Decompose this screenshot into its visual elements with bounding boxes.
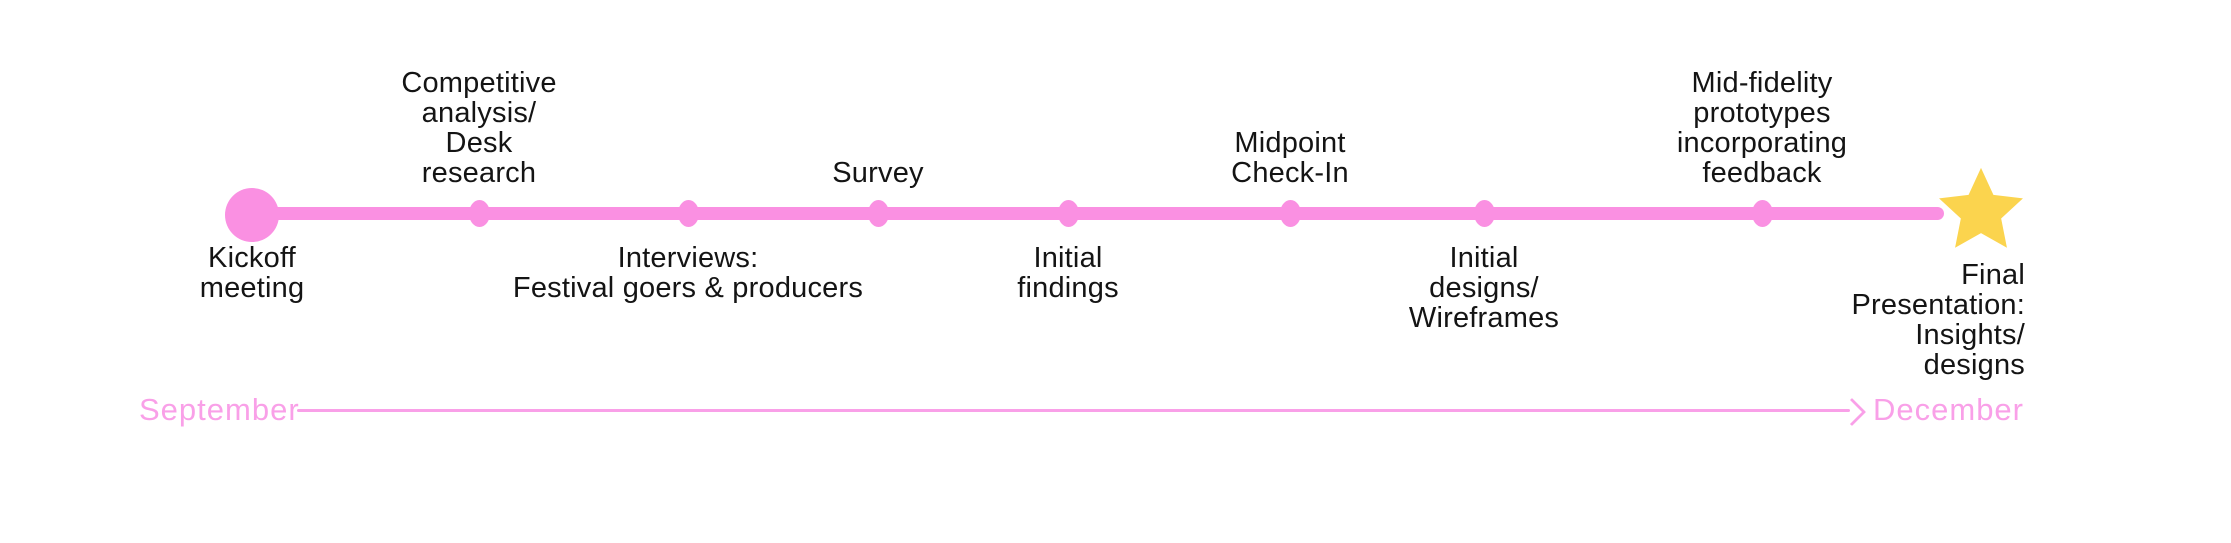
milestone-label: Interviews: Festival goers & producers — [512, 242, 864, 304]
milestone-label: Mid-fidelity prototypes incorporating fe… — [1676, 67, 1848, 189]
milestone-label: Kickoff meeting — [199, 242, 305, 304]
milestone-dot-icon — [1751, 199, 1773, 227]
milestone-label: Initial findings — [1017, 242, 1119, 304]
milestone-star-icon — [1939, 167, 2023, 248]
month-range-arrow-shaft — [297, 409, 1850, 412]
milestone-label: Final Presentation: Insights/ designs — [1851, 259, 2025, 381]
milestone-label: Survey — [832, 157, 924, 189]
timeline-axis-line — [252, 207, 1944, 220]
milestone-dot-icon — [867, 199, 889, 227]
milestone-dot-icon — [677, 199, 699, 227]
milestone-label: Competitive analysis/ Desk research — [401, 67, 557, 189]
milestone-start-circle-icon — [225, 188, 279, 242]
month-start-label: September — [139, 392, 300, 427]
milestone-dot-icon — [468, 199, 490, 227]
milestone-label: Midpoint Check-In — [1231, 127, 1349, 189]
month-range-arrowhead-icon — [1837, 397, 1867, 427]
month-end-label: December — [1873, 392, 2024, 427]
milestone-label: Initial designs/ Wireframes — [1408, 242, 1560, 334]
milestone-dot-icon — [1473, 199, 1495, 227]
milestone-dot-icon — [1279, 199, 1301, 227]
milestone-dot-icon — [1057, 199, 1079, 227]
